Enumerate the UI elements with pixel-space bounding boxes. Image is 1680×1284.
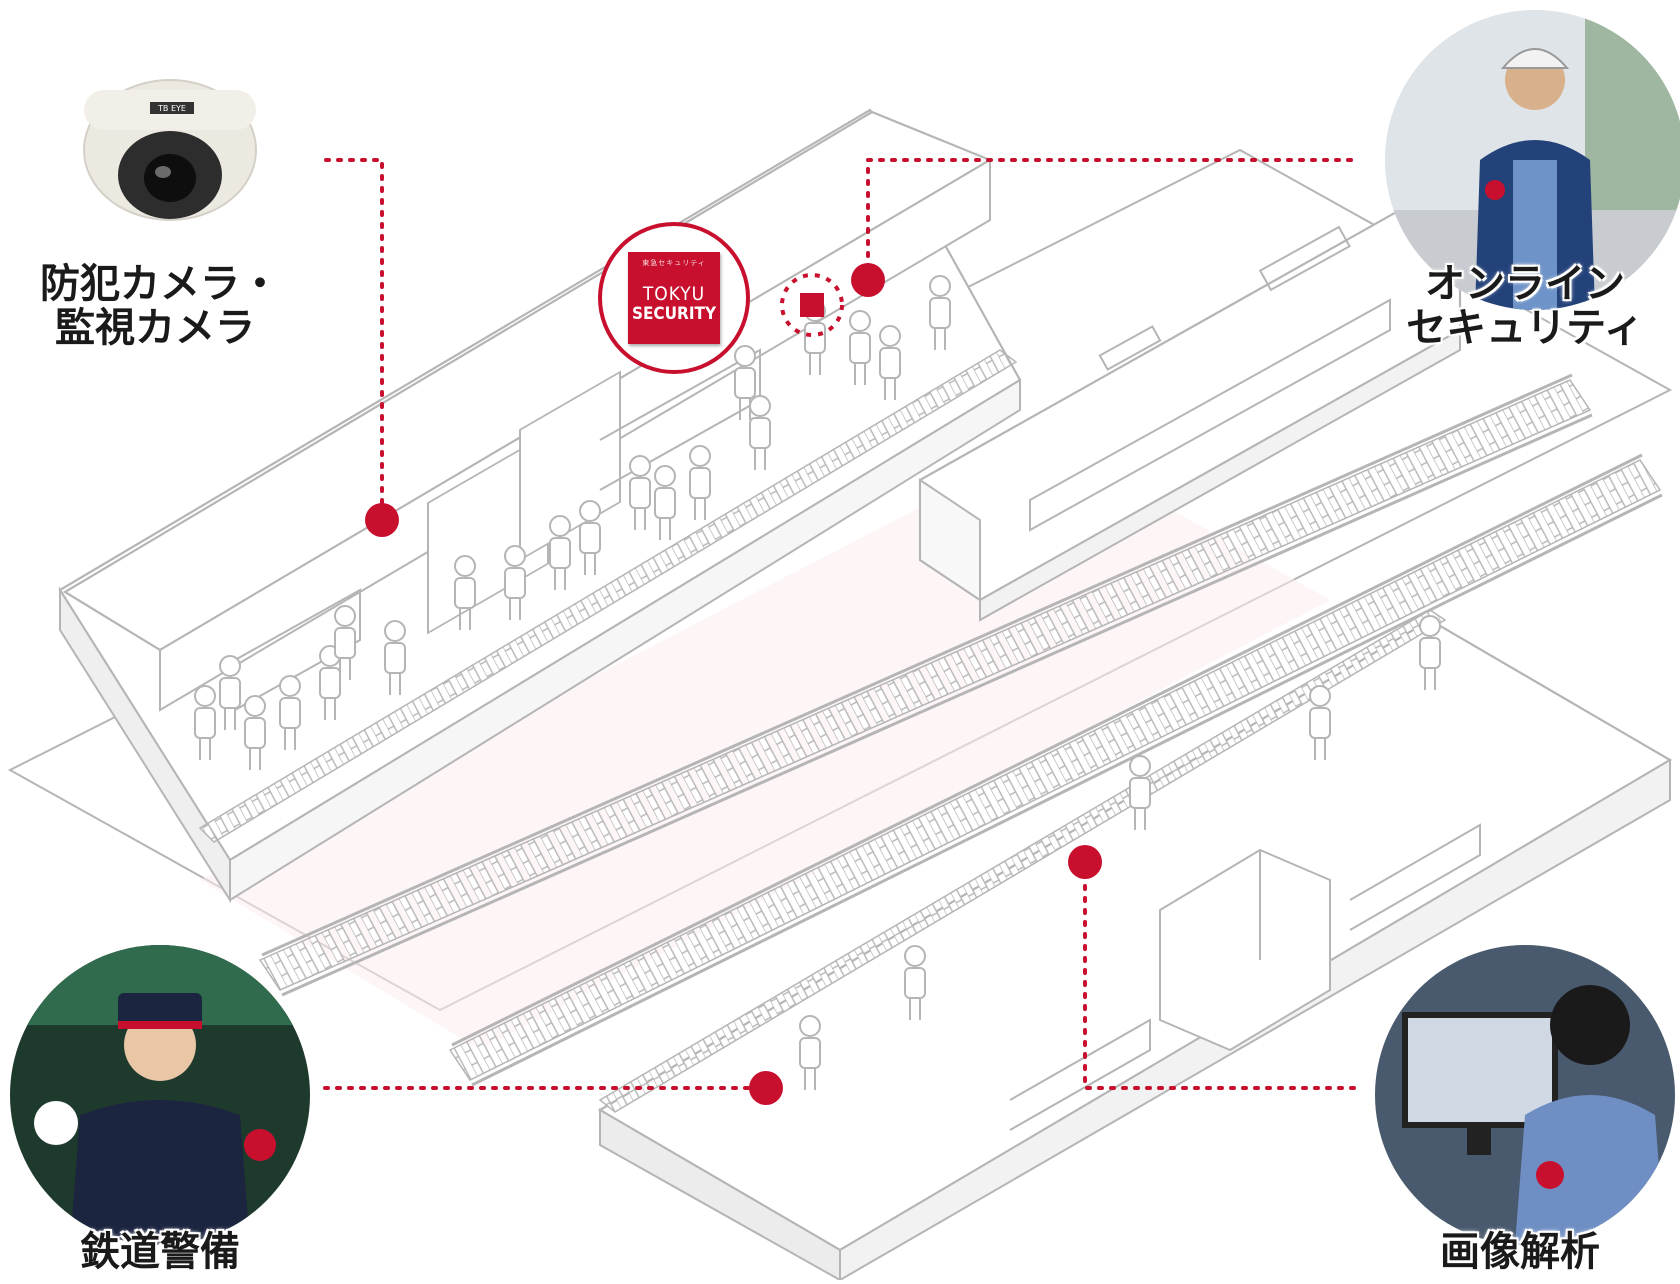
railway-guard-photo [10,945,310,1245]
person-figure [1129,755,1151,830]
people [194,275,1441,1090]
red-dot-icon [851,263,885,297]
badge-icon [1536,1161,1564,1189]
small-logo-mark [800,293,824,317]
person-figure [244,695,266,770]
connector-online [866,158,1362,282]
label-image-analysis: 画像解析 [1420,1230,1620,1274]
monitor-icon [1402,1012,1558,1128]
person-figure [579,500,601,575]
person-figure [654,465,676,540]
red-dot-icon [749,1071,783,1105]
lower-platform [597,609,1673,1282]
person-figure [194,685,216,760]
track-1 [258,373,1593,997]
person-figure [384,620,406,695]
label-online-line1: オンライン [1425,261,1625,307]
camera-brand: TB EYE [157,104,186,113]
person-figure [904,945,926,1020]
label-camera-line1: 防犯カメラ・ [40,261,280,307]
upper-platform [58,108,1022,904]
person-figure [334,605,356,680]
logo-square: 東急セキュリティ TOKYU SECURITY [628,252,720,344]
label-railway-line1: 鉄道警備 [80,1229,240,1275]
person-figure [279,675,301,750]
label-railway-security: 鉄道警備 [60,1230,260,1274]
train [918,208,1462,622]
track-2 [448,453,1663,1087]
person-figure [689,445,711,520]
tokyu-security-logo: 東急セキュリティ TOKYU SECURITY [598,222,750,374]
label-online-line2: セキュリティ [1406,305,1644,351]
logo-line1: TOKYU [642,283,706,305]
label-image-analysis-line1: 画像解析 [1440,1229,1600,1275]
red-dot-icon [1068,845,1102,879]
person-figure [1419,615,1441,690]
logo-small-text: 東急セキュリティ [642,259,706,267]
label-online-security: オンライン セキュリティ [1395,262,1655,350]
person-figure [219,655,241,730]
label-camera-line2: 監視カメラ [55,305,255,351]
connector-image-analysis [1083,860,1362,1090]
red-dot-icon [365,503,399,537]
person-figure [549,515,571,590]
logo-line2: SECURITY [631,304,717,324]
small-logo-highlight [780,273,844,337]
camera-photo: TB EYE [10,0,310,300]
person-figure [749,395,771,470]
person-figure [629,455,651,530]
person-figure [319,645,341,720]
person-figure [454,555,476,630]
operator-photo [1375,945,1675,1245]
person-figure [504,545,526,620]
label-camera: 防犯カメラ・ 監視カメラ [40,261,280,351]
person-figure [849,310,871,385]
person-figure [734,345,756,420]
connector-lines [323,158,1362,1090]
badge-icon [244,1129,276,1161]
person-figure [929,275,951,350]
badge-icon [1485,180,1505,200]
person-figure [1309,685,1331,760]
person-figure [879,325,901,400]
person-figure [799,1015,821,1090]
